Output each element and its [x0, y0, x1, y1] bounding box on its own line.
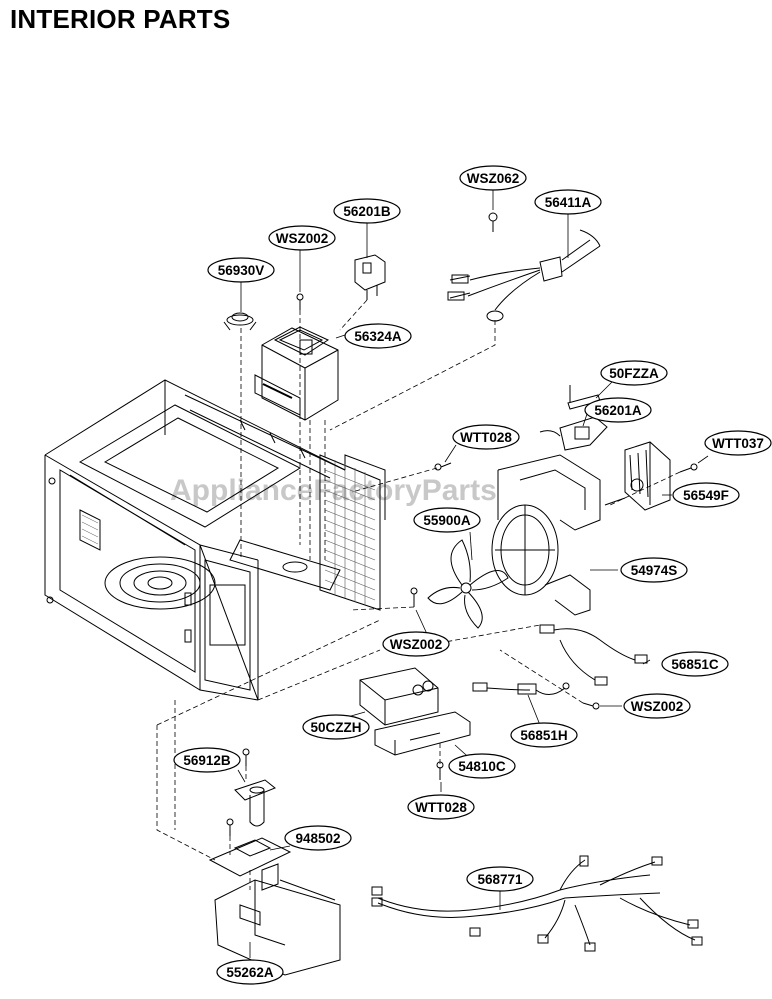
svg-text:WSZ002: WSZ002	[276, 231, 329, 246]
part-label: 56851C	[661, 651, 729, 677]
svg-text:56912B: 56912B	[183, 753, 231, 768]
svg-text:56201A: 56201A	[594, 403, 642, 418]
bracket-part	[374, 711, 471, 756]
svg-text:56324A: 56324A	[354, 329, 402, 344]
watermark: ApplianceFactoryParts	[170, 474, 497, 507]
svg-text:54810C: 54810C	[458, 759, 506, 774]
svg-text:56851H: 56851H	[520, 728, 567, 743]
part-label: 56930V	[207, 257, 275, 283]
part-label: 54810C	[448, 753, 516, 779]
main-harness-part	[371, 855, 703, 952]
fan-blade-part	[427, 539, 509, 629]
part-label: 50CZZH	[302, 714, 370, 740]
duct-part	[214, 879, 341, 976]
lamp-bracket-part	[208, 837, 292, 891]
svg-text:948502: 948502	[295, 831, 340, 846]
part-label: 56201A	[584, 397, 652, 423]
part-label: WSZ062	[459, 165, 527, 191]
part-label: WTT037	[704, 430, 772, 456]
svg-text:56851C: 56851C	[671, 657, 719, 672]
part-label: WTT028	[407, 794, 475, 820]
svg-text:54974S: 54974S	[631, 563, 678, 578]
part-label: 55900A	[413, 507, 481, 533]
page-title: INTERIOR PARTS	[10, 4, 231, 34]
svg-text:WSZ062: WSZ062	[467, 171, 520, 186]
part-label: 54974S	[620, 557, 688, 583]
part-label: 948502	[284, 825, 352, 851]
part-label: 55262A	[216, 959, 284, 985]
fuse-holder-part	[354, 254, 386, 300]
part-label: WSZ002	[268, 225, 336, 251]
svg-text:56549F: 56549F	[683, 488, 729, 503]
oven-cavity	[44, 379, 386, 701]
part-label: 56411A	[534, 189, 602, 215]
callout-labels: WSZ062 56411A 56201B WSZ002 56930V 56324…	[173, 165, 772, 985]
part-label: 568771	[466, 866, 534, 892]
svg-text:50CZZH: 50CZZH	[310, 720, 361, 735]
part-label: 56851H	[510, 722, 578, 748]
svg-text:55900A: 55900A	[423, 513, 471, 528]
air-guide-part	[491, 454, 601, 616]
svg-text:56201B: 56201B	[343, 204, 391, 219]
assembly-lines	[156, 299, 681, 975]
svg-text:568771: 568771	[477, 872, 523, 887]
fan-motor-part	[604, 441, 671, 511]
part-label: 56201B	[333, 198, 401, 224]
part-label: WSZ002	[382, 631, 450, 657]
svg-text:50FZZA: 50FZZA	[609, 366, 659, 381]
leader-lines	[237, 190, 709, 958]
wire-part-c	[539, 624, 648, 686]
svg-text:WTT028: WTT028	[460, 430, 512, 445]
part-label: 56912B	[173, 747, 241, 773]
part-label: 56324A	[344, 323, 412, 349]
svg-text:WSZ002: WSZ002	[631, 699, 684, 714]
lamp-part	[234, 779, 276, 827]
svg-text:WSZ002: WSZ002	[390, 637, 443, 652]
magnetron-part	[254, 326, 339, 421]
svg-text:56411A: 56411A	[545, 195, 592, 210]
svg-text:WTT037: WTT037	[712, 436, 764, 451]
svg-text:56930V: 56930V	[218, 263, 265, 278]
part-label: 56549F	[672, 482, 740, 508]
part-label: WTT028	[452, 424, 520, 450]
capacitor-part	[359, 667, 439, 726]
part-label: 50FZZA	[600, 360, 668, 386]
svg-text:55262A: 55262A	[226, 965, 274, 980]
part-label: WSZ002	[623, 693, 691, 719]
power-cord-part	[447, 229, 601, 322]
wire-part-h	[472, 682, 570, 695]
svg-text:WTT028: WTT028	[415, 800, 467, 815]
thermostat-part	[223, 312, 257, 331]
